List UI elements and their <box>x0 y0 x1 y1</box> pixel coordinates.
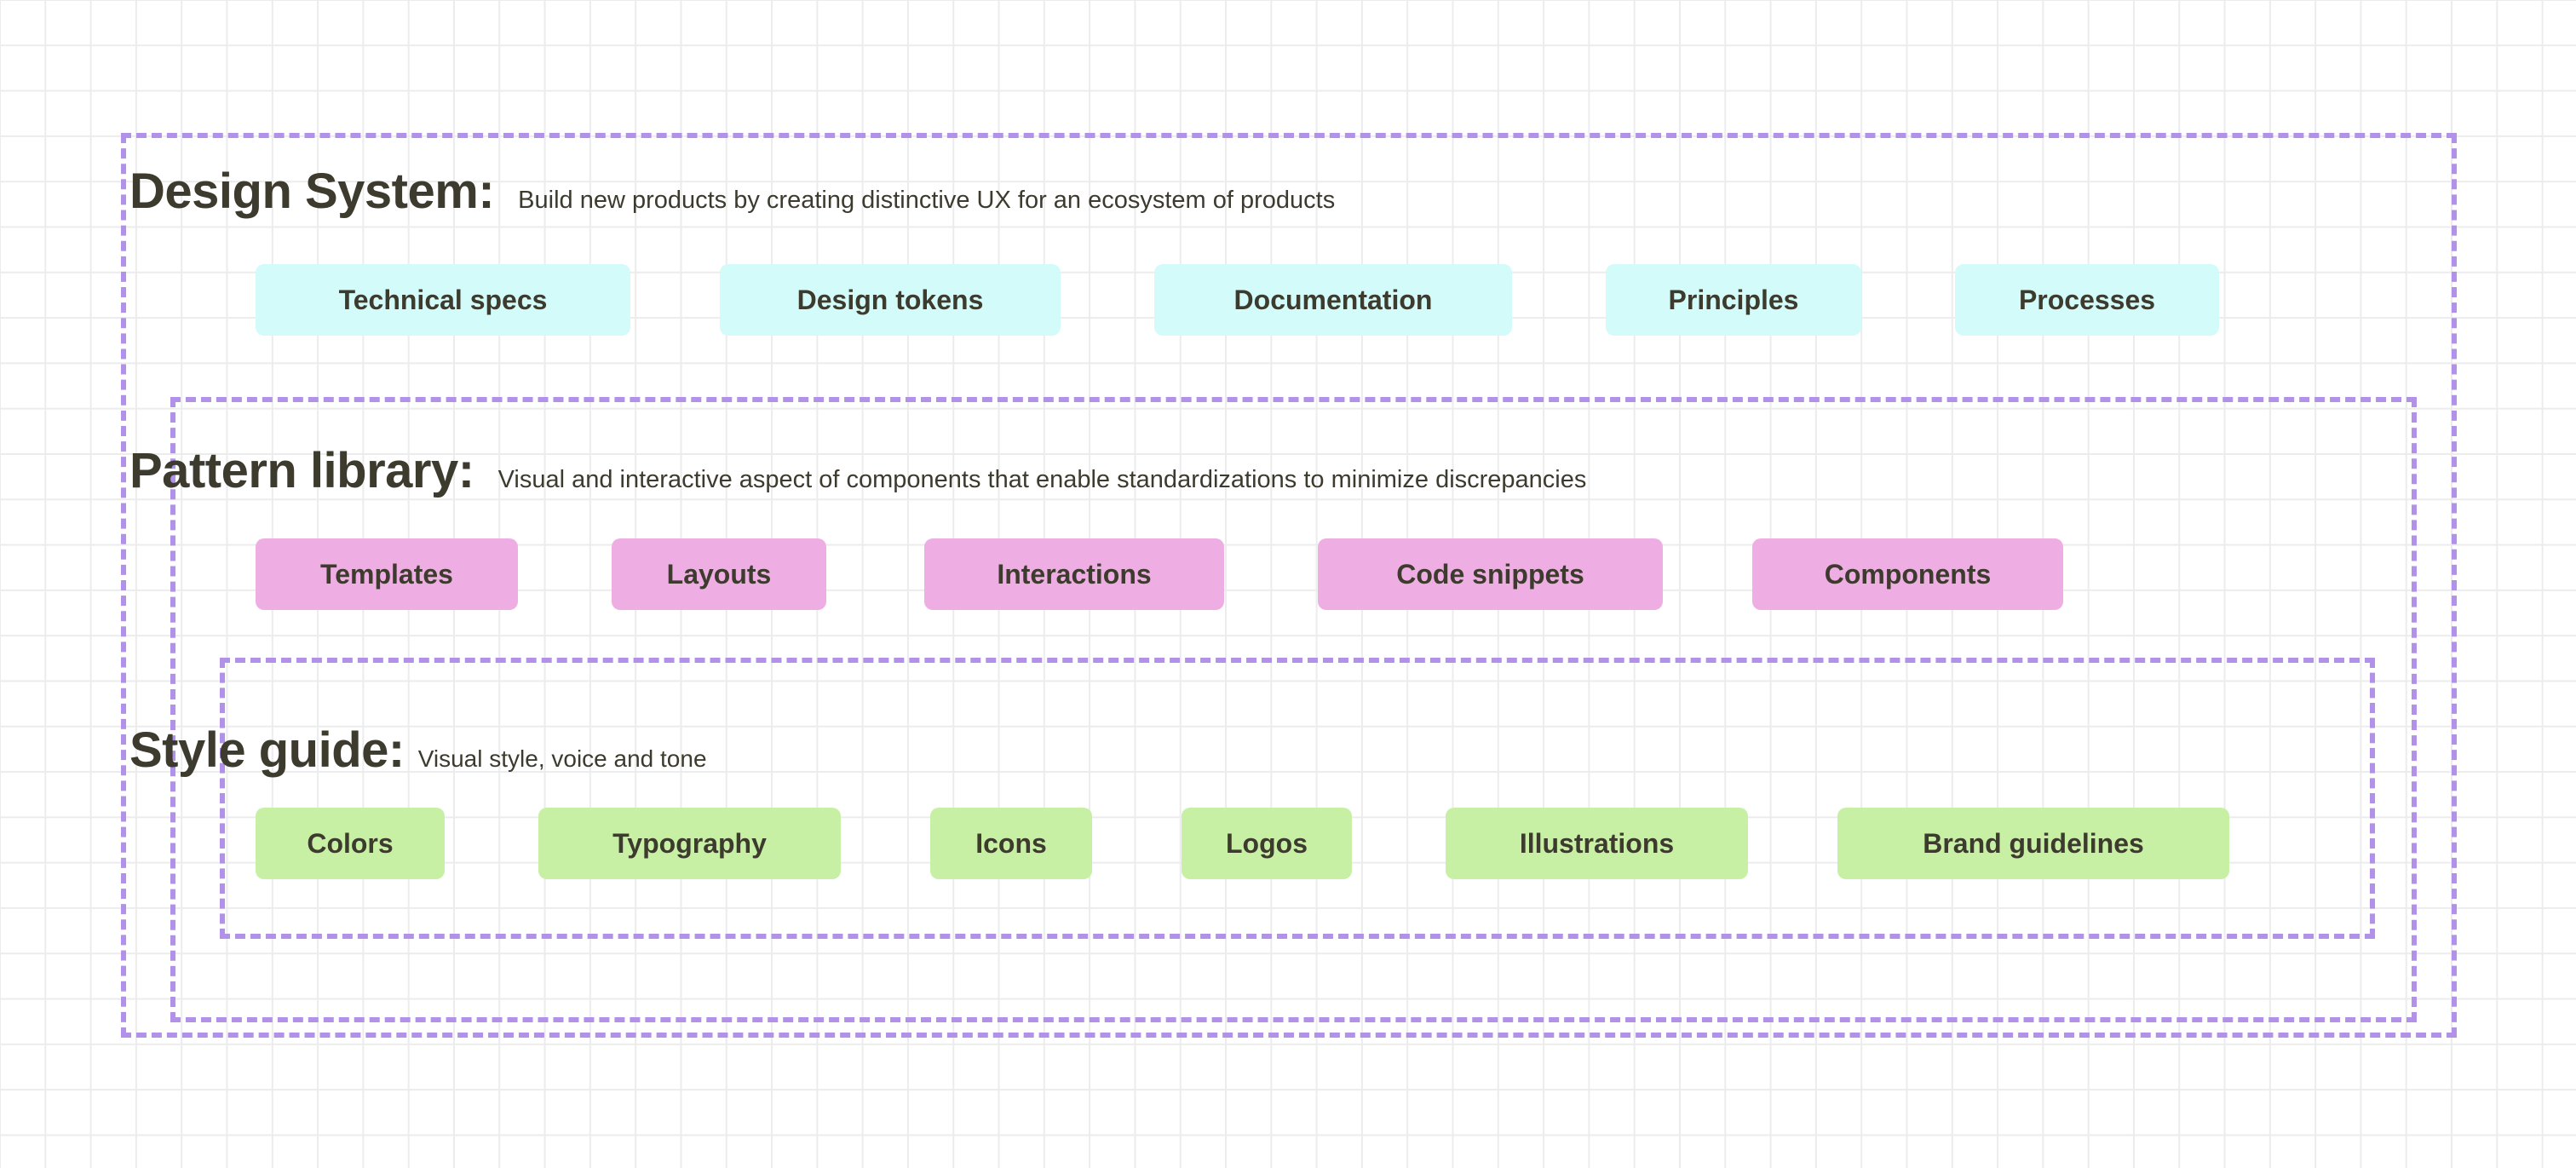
design-system-chip-row: Technical specs Design tokens Documentat… <box>256 264 2219 336</box>
chip-typography[interactable]: Typography <box>538 808 841 879</box>
chip-principles[interactable]: Principles <box>1606 264 1861 336</box>
chip-code-snippets[interactable]: Code snippets <box>1318 538 1663 610</box>
style-guide-title: Style guide: <box>129 722 405 778</box>
design-system-title: Design System: <box>129 164 495 219</box>
chip-processes[interactable]: Processes <box>1955 264 2219 336</box>
chip-technical-specs[interactable]: Technical specs <box>256 264 630 336</box>
chip-illustrations[interactable]: Illustrations <box>1446 808 1748 879</box>
chip-icons[interactable]: Icons <box>930 808 1092 879</box>
chip-brand-guidelines[interactable]: Brand guidelines <box>1837 808 2229 879</box>
style-guide-container <box>220 658 2375 939</box>
pattern-library-description: Visual and interactive aspect of compone… <box>497 466 1587 493</box>
pattern-library-heading: Pattern library: Visual and interactive … <box>129 446 1586 496</box>
pattern-library-chip-row: Templates Layouts Interactions Code snip… <box>256 538 2063 610</box>
chip-design-tokens[interactable]: Design tokens <box>720 264 1061 336</box>
chip-documentation[interactable]: Documentation <box>1154 264 1512 336</box>
chip-logos[interactable]: Logos <box>1182 808 1352 879</box>
chip-components[interactable]: Components <box>1752 538 2063 610</box>
design-system-description: Build new products by creating distincti… <box>518 187 1336 214</box>
pattern-library-container <box>170 397 2417 1022</box>
style-guide-heading: Style guide: Visual style, voice and ton… <box>129 726 707 775</box>
pattern-library-title: Pattern library: <box>129 443 474 498</box>
chip-interactions[interactable]: Interactions <box>924 538 1224 610</box>
design-system-container <box>121 133 2457 1038</box>
style-guide-chip-row: Colors Typography Icons Logos Illustrati… <box>256 808 2229 879</box>
chip-templates[interactable]: Templates <box>256 538 518 610</box>
chip-colors[interactable]: Colors <box>256 808 445 879</box>
style-guide-description: Visual style, voice and tone <box>417 745 707 772</box>
design-system-heading: Design System: Build new products by cre… <box>129 167 1335 216</box>
chip-layouts[interactable]: Layouts <box>612 538 826 610</box>
